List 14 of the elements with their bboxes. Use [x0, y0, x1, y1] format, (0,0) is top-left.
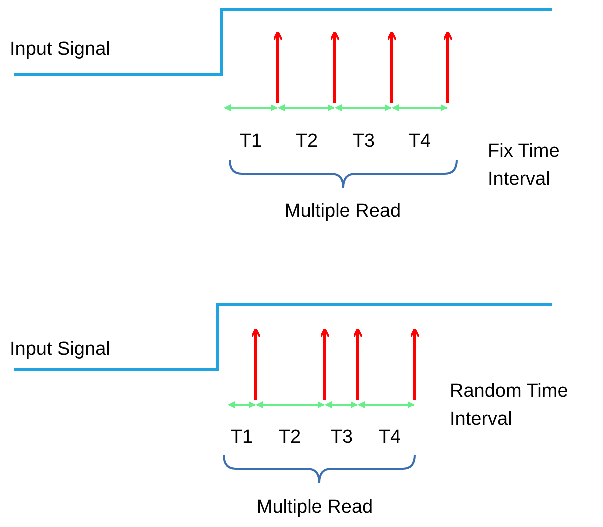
label-text: Multiple Read [284, 200, 402, 224]
label-text: T2 [278, 426, 302, 450]
label-text: T4 [408, 130, 432, 154]
label-text: T4 [378, 426, 402, 450]
label-text: Input Signal [10, 38, 112, 62]
label-text: Multiple Read [256, 496, 374, 520]
label-text: Fix Time Interval [488, 140, 561, 192]
label-text: T2 [294, 130, 320, 154]
label-text: Input Signal [10, 338, 112, 362]
label-text: T1 [238, 130, 264, 154]
label-text: T1 [230, 426, 254, 450]
label-text: Random Time Interval [450, 380, 570, 432]
label-text: T3 [330, 426, 354, 450]
label-text: T3 [352, 130, 376, 154]
